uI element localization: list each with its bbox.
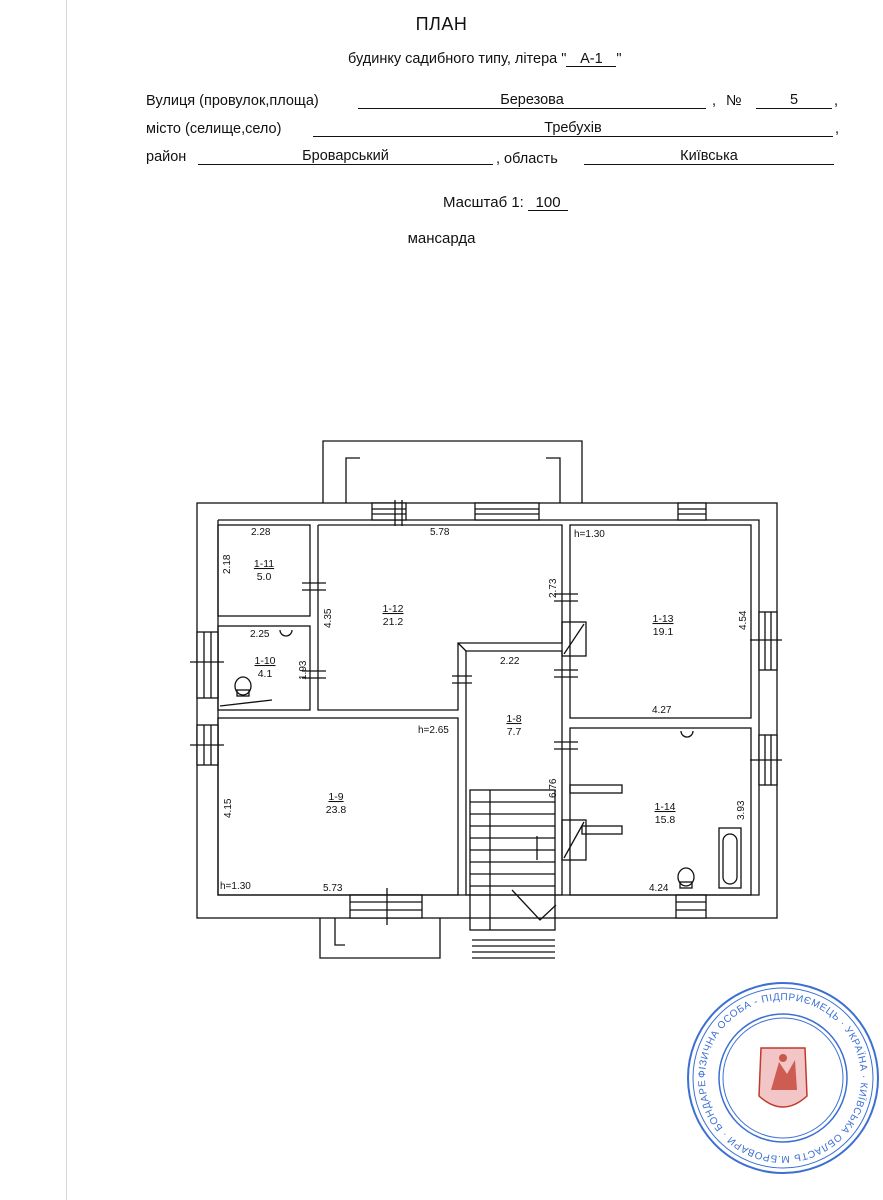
dim-4: 4.35 (323, 608, 334, 628)
street-label: Вулиця (провулок,площа) (146, 93, 319, 109)
dim-18: 4.24 (649, 883, 669, 894)
coat-of-arms-icon (758, 1047, 808, 1108)
comma-3: , (835, 121, 840, 137)
city-label: місто (селище,село) (146, 121, 282, 137)
subtitle-prefix: будинку садибного типу, літера " (348, 51, 567, 67)
stamp-rings (687, 982, 879, 1174)
dim-1: 2.28 (251, 527, 271, 538)
floor-level: мансарда (407, 230, 476, 247)
number-value: 5 (756, 93, 832, 109)
page-edge-line (66, 0, 67, 1200)
room-id: 1-10 (254, 655, 275, 667)
number-label: № (726, 93, 742, 109)
room-area: 19.1 (653, 626, 674, 638)
room-area: 23.8 (326, 804, 347, 816)
scale-value: 100 (528, 195, 569, 211)
dim-2: 2.18 (222, 554, 233, 574)
district-label: район (146, 149, 187, 165)
room-id: 1-8 (506, 713, 521, 725)
official-stamp: ФІЗИЧНА ОСОБА - ПІДПРИЄМЕЦЬ · УКРАЇНА · … (683, 978, 879, 1174)
document-subtitle: будинку садибного типу, літера "А-1" (348, 51, 622, 67)
dim-15: 3.93 (736, 800, 747, 820)
dim-12: h=2.65 (418, 725, 449, 736)
room-area: 7.7 (507, 726, 522, 738)
room-area: 5.0 (257, 571, 272, 583)
room-area: 15.8 (655, 814, 676, 826)
city-value: Требухів (313, 121, 833, 137)
room-id: 1-13 (652, 613, 673, 625)
dim-16: h=1.30 (220, 881, 251, 892)
region-label: , область (496, 151, 558, 167)
room-id: 1-11 (254, 558, 274, 570)
room-id: 1-9 (328, 791, 343, 803)
dim-3: 5.78 (430, 527, 450, 538)
comma-1: , (712, 93, 717, 109)
dim-5: 2.73 (548, 578, 559, 598)
dim-7: 4.54 (738, 610, 749, 630)
room-id: 1-12 (382, 603, 403, 615)
subtitle-suffix: " (616, 51, 622, 67)
dim-9: 1.93 (298, 660, 309, 680)
scale-label: Масштаб 1: (443, 194, 524, 211)
document-title: ПЛАН (415, 14, 468, 34)
scale: Масштаб 1: 100 (443, 194, 569, 211)
dim-10: 2.22 (500, 656, 520, 667)
room-area: 21.2 (383, 616, 404, 628)
dim-11: 4.27 (652, 705, 672, 716)
dim-14: 6.76 (548, 778, 559, 798)
dim-6: h=1.30 (574, 529, 605, 540)
region-value: Київська (584, 149, 834, 165)
street-value: Березова (358, 93, 706, 109)
dim-17: 5.73 (323, 883, 343, 894)
room-area: 4.1 (258, 668, 273, 680)
district-value: Броварський (198, 149, 493, 165)
room-id: 1-14 (654, 801, 675, 813)
letter-value: А-1 (566, 52, 617, 67)
dim-8: 2.25 (250, 629, 270, 640)
dim-13: 4.15 (223, 798, 234, 818)
comma-2: , (834, 93, 839, 109)
